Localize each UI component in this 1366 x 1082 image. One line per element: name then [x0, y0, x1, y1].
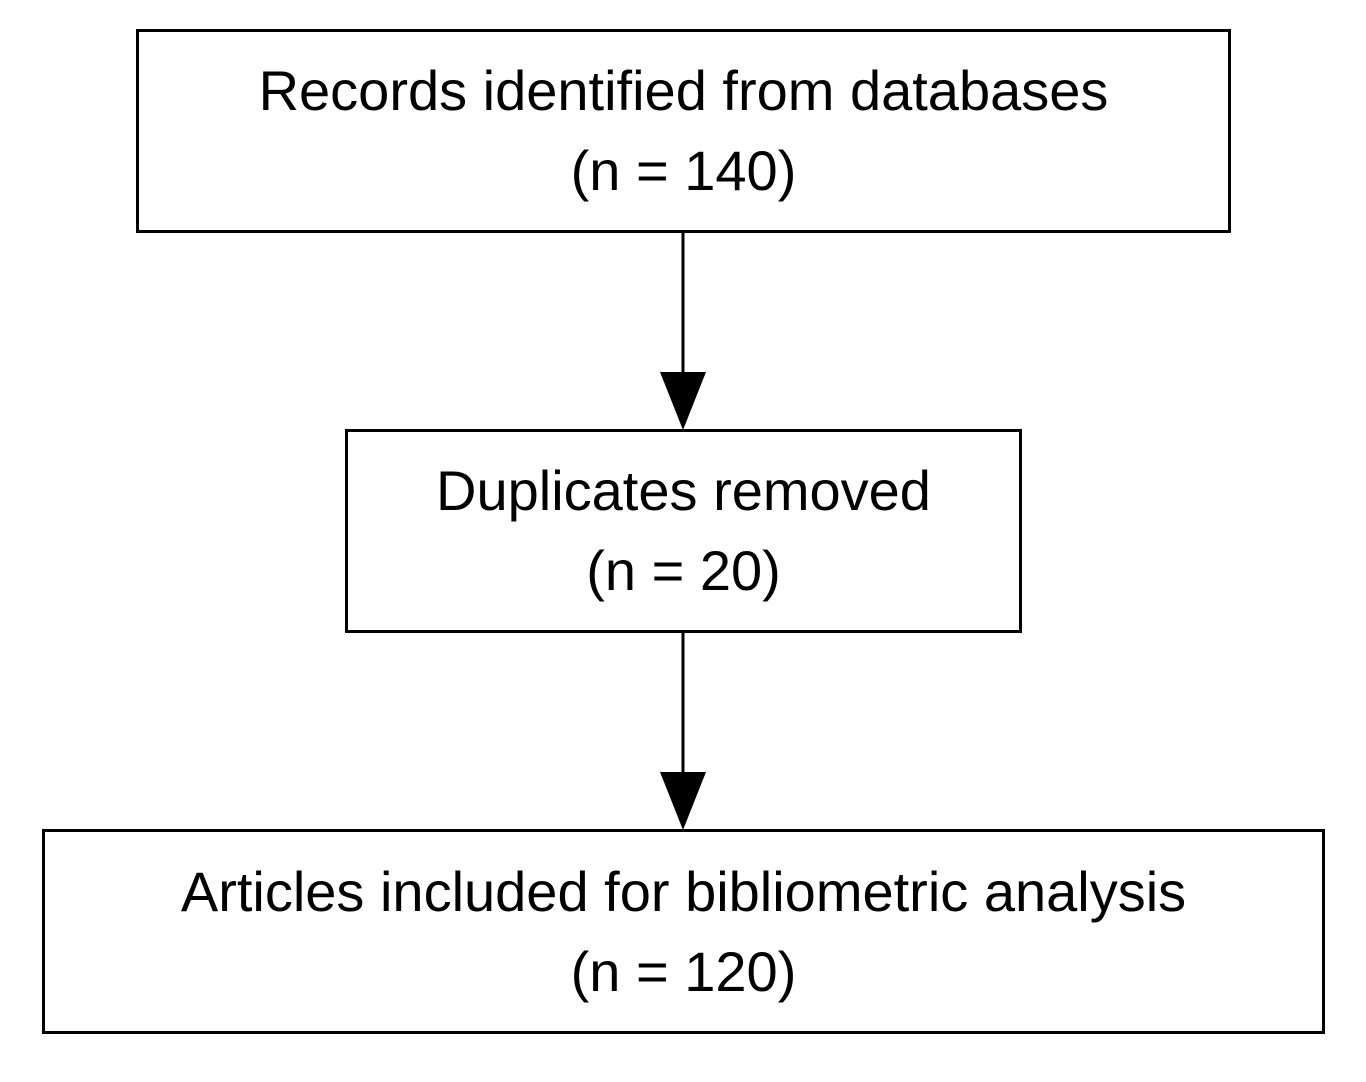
- records-identified-label: Records identified from databases: [258, 59, 1109, 122]
- records-identified-box: Records identified from databases (n = 1…: [136, 29, 1231, 233]
- articles-included-box: Articles included for bibliometric analy…: [42, 829, 1325, 1034]
- records-identified-count: (n = 140): [570, 139, 797, 202]
- arrow-duplicates-to-articles: [660, 633, 706, 830]
- duplicates-removed-count: (n = 20): [586, 539, 781, 602]
- articles-included-count: (n = 120): [570, 939, 797, 1003]
- articles-included-label: Articles included for bibliometric analy…: [180, 859, 1187, 923]
- arrow-records-to-duplicates: [660, 233, 706, 430]
- duplicates-removed-box: Duplicates removed (n = 20): [345, 429, 1022, 633]
- duplicates-removed-label: Duplicates removed: [436, 459, 931, 522]
